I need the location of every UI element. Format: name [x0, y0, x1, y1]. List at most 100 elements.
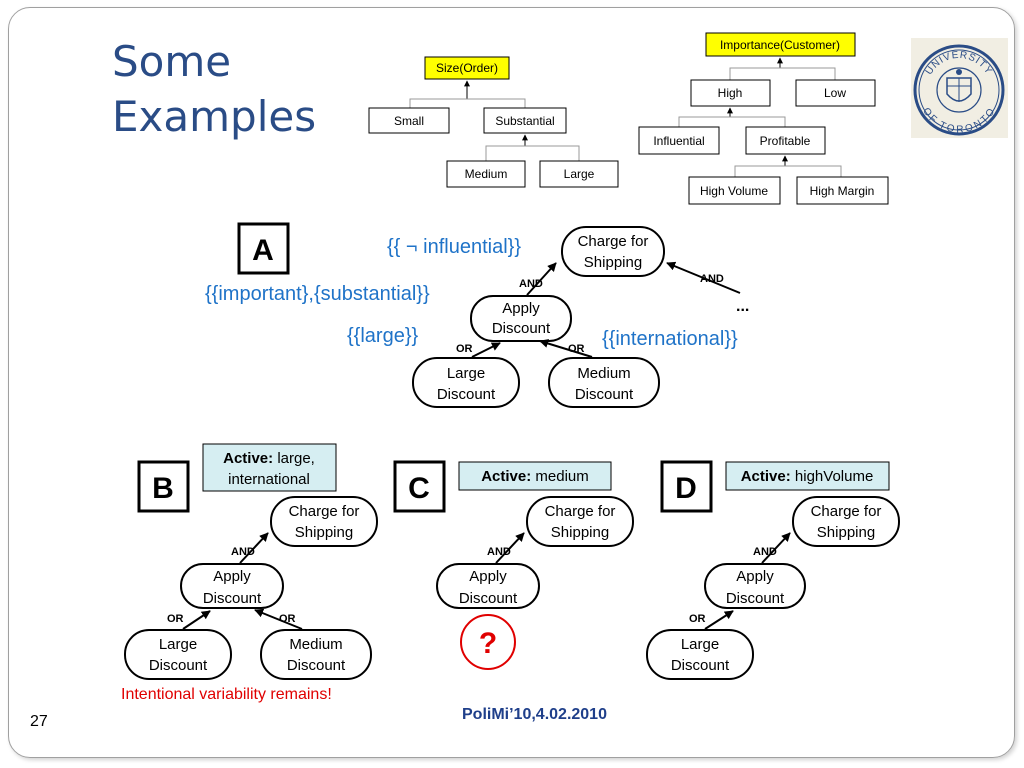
- a-medium-node: [548, 357, 660, 408]
- importance-influential-box: [638, 126, 720, 155]
- size-substantial: Substantial: [495, 114, 554, 128]
- importance-low-box: [795, 79, 876, 107]
- size-large: Large: [564, 167, 595, 181]
- example-a: A Charge for Shipping Apply Discount Lar…: [205, 222, 749, 408]
- c-question-circle: [460, 614, 516, 670]
- c-active-value: medium: [531, 468, 589, 485]
- university-logo: UNIVERSITY OF TORONTO: [911, 38, 1008, 138]
- d-and-label: AND: [753, 546, 777, 558]
- b-active-line2: international: [228, 471, 310, 488]
- b-charge-node: [270, 496, 378, 547]
- title-line-1: Some: [112, 37, 232, 86]
- b-medium-node: [260, 629, 372, 680]
- a-or-label-1: OR: [456, 343, 473, 355]
- importance-root: Importance(Customer): [720, 38, 840, 52]
- example-a-letter-box: [237, 222, 290, 275]
- importance-influential: Influential: [653, 134, 704, 148]
- size-order-root: Size(Order): [436, 61, 498, 75]
- b-charge-l2: Shipping: [295, 524, 353, 541]
- d-apply-l2: Discount: [726, 590, 785, 607]
- a-not-influential: {{ ¬ influential}}: [387, 236, 521, 258]
- d-charge-node: [792, 496, 900, 547]
- d-active-label: Active:: [741, 468, 791, 485]
- variability-note: Intentional variability remains!: [121, 686, 332, 703]
- c-apply-l1: Apply: [469, 568, 507, 585]
- size-small-box: [368, 107, 450, 134]
- importance-high-volume: High Volume: [700, 184, 768, 198]
- importance-profitable: Profitable: [760, 134, 811, 148]
- b-large-l2: Discount: [149, 657, 208, 674]
- d-apply-l1: Apply: [736, 568, 774, 585]
- example-d-letter: D: [675, 472, 697, 505]
- importance-customer-tree: Importance(Customer) High Low Influentia…: [638, 32, 889, 205]
- b-large-l1: Large: [159, 636, 197, 653]
- c-question-mark: ?: [479, 627, 497, 660]
- d-charge-l2: Shipping: [817, 524, 875, 541]
- b-active-label: Active:: [223, 450, 273, 467]
- importance-root-box: [705, 32, 856, 57]
- d-charge-l1: Charge for: [811, 503, 882, 520]
- size-substantial-box: [483, 107, 567, 134]
- c-active-line: Active: medium: [481, 468, 589, 485]
- size-order-tree: Size(Order) Small Substantial Medium Lar…: [368, 56, 619, 188]
- slide-title: Some Examples: [112, 34, 316, 144]
- a-apply-node: [470, 295, 572, 342]
- c-charge-l2: Shipping: [551, 524, 609, 541]
- d-active-line: Active: highVolume: [741, 468, 874, 485]
- c-active-box: [458, 461, 612, 491]
- d-apply-node: [704, 563, 806, 609]
- example-c: C Active: medium Charge for Shipping App…: [393, 460, 634, 670]
- importance-high-margin: High Margin: [810, 184, 875, 198]
- example-b-letter-box: [137, 460, 190, 513]
- a-apply-l2: Discount: [492, 320, 551, 337]
- c-charge-l1: Charge for: [545, 503, 616, 520]
- importance-high-volume-box: [688, 176, 781, 205]
- c-and-label: AND: [487, 546, 511, 558]
- a-international: {{international}}: [602, 328, 738, 350]
- d-large-l1: Large: [681, 636, 719, 653]
- d-or-label: OR: [689, 613, 706, 625]
- b-apply-node: [180, 563, 284, 609]
- b-active-box: [202, 443, 337, 492]
- d-active-value: highVolume: [791, 468, 874, 485]
- d-large-node: [646, 629, 754, 680]
- importance-high-margin-box: [796, 176, 889, 205]
- a-and-label-1: AND: [519, 278, 543, 290]
- example-b: B Active: large, international Charge fo…: [124, 443, 378, 680]
- b-medium-l1: Medium: [289, 636, 342, 653]
- a-medium-l2: Discount: [575, 386, 634, 403]
- slide-frame: [8, 7, 1015, 758]
- a-important-substantial: {{important},{substantial}}: [205, 283, 430, 305]
- crest-icon: UNIVERSITY OF TORONTO: [913, 44, 1005, 136]
- a-charge-l1: Charge for: [578, 233, 649, 250]
- page-number: 27: [30, 713, 48, 730]
- a-large-node: [412, 357, 520, 408]
- a-and-label-2: AND: [700, 273, 724, 285]
- b-or-label-2: OR: [279, 613, 296, 625]
- b-apply-l1: Apply: [213, 568, 251, 585]
- c-apply-node: [436, 563, 540, 609]
- b-charge-l1: Charge for: [289, 503, 360, 520]
- b-active-line1: Active: large,: [223, 450, 315, 467]
- importance-profitable-box: [745, 126, 826, 155]
- a-large-l1: Large: [447, 365, 485, 382]
- title-line-2: Examples: [112, 92, 317, 141]
- a-or-label-2: OR: [568, 343, 585, 355]
- a-apply-l1: Apply: [502, 300, 540, 317]
- importance-high: High: [718, 86, 743, 100]
- size-small: Small: [394, 114, 424, 128]
- a-large: {{large}}: [347, 325, 419, 347]
- b-active-value1: large,: [273, 450, 315, 467]
- b-large-node: [124, 629, 232, 680]
- size-medium-box: [446, 160, 526, 188]
- size-large-box: [539, 160, 619, 188]
- example-c-letter-box: [393, 460, 446, 513]
- example-d-letter-box: [660, 460, 713, 513]
- d-active-box: [725, 461, 890, 491]
- example-b-letter: B: [152, 472, 174, 505]
- footer-text: PoliMi’10,4.02.2010: [462, 706, 607, 723]
- importance-low: Low: [824, 86, 846, 100]
- size-order-root-box: [424, 56, 510, 80]
